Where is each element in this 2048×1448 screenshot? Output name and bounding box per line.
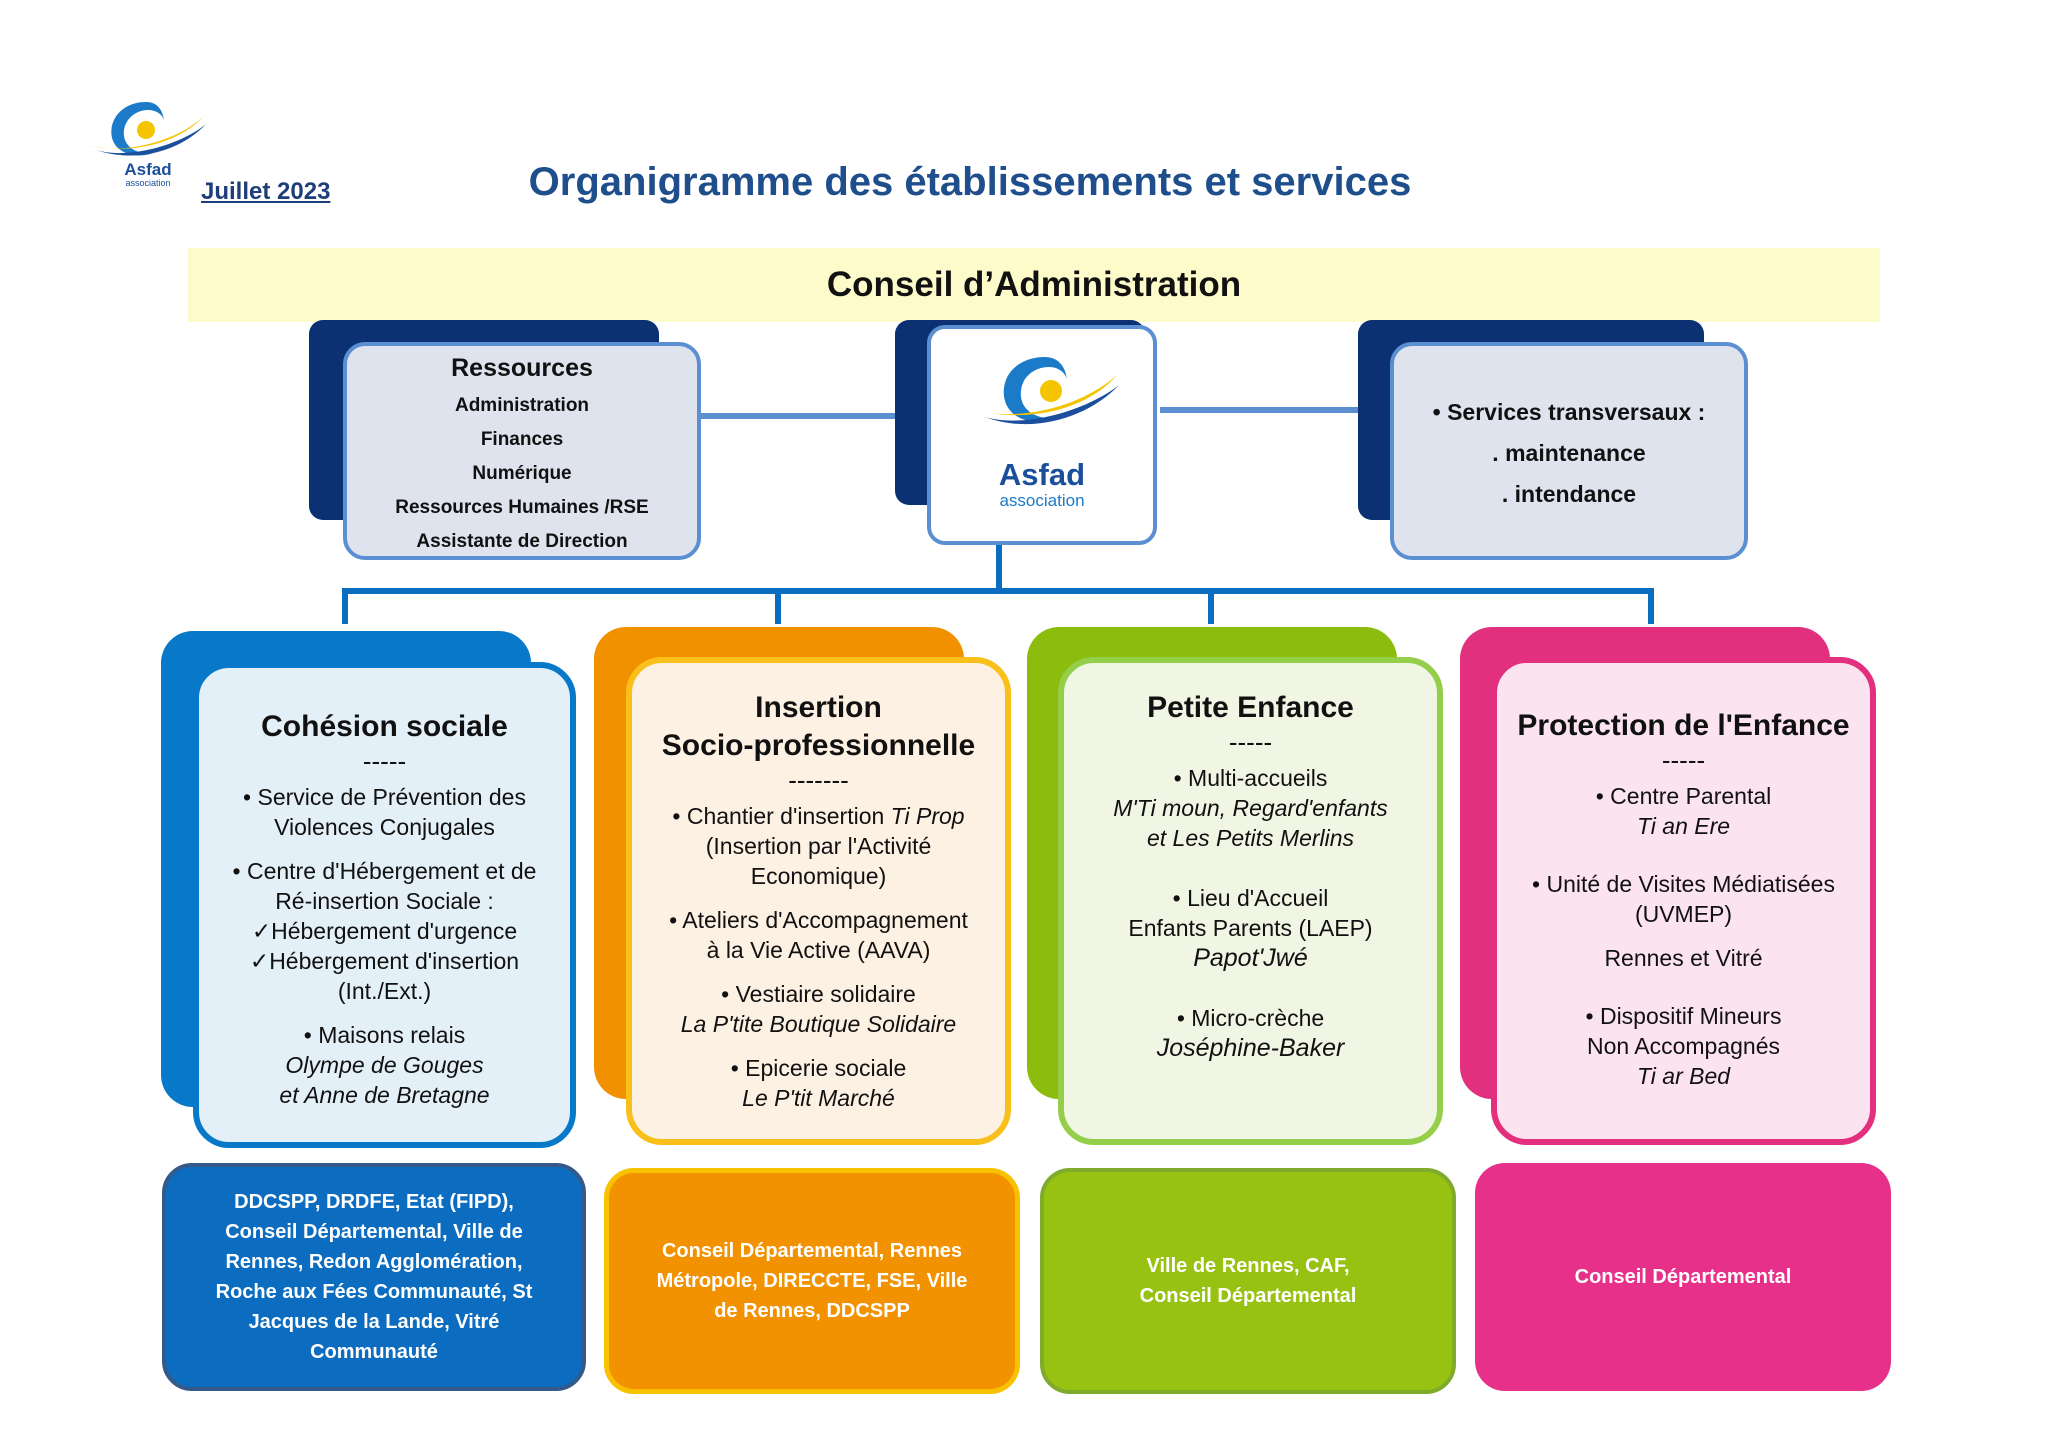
services-intendance: . intendance: [1501, 481, 1637, 507]
protection-item: • Centre Parental: [1595, 783, 1772, 809]
insertion-item: • Chantier d'insertion Ti Prop: [632, 801, 1005, 831]
protection-funders-box: Conseil Départemental: [1475, 1163, 1891, 1391]
cohesion-item: • Maisons relais: [303, 1022, 466, 1048]
tree-horizontal: [342, 588, 1654, 594]
cohesion-item: (Int./Ext.): [337, 978, 432, 1004]
cohesion-item: et Anne de Bretagne: [279, 1082, 490, 1108]
petite-funders-text: Ville de Rennes, CAF, Conseil Départemen…: [1139, 1255, 1357, 1307]
tree-stem: [996, 545, 1002, 591]
cohesion-item: ✓Hébergement d'insertion: [249, 948, 520, 974]
asfad-logo: Asfad association: [86, 94, 208, 194]
cohesion-item: Olympe de Gouges: [285, 1052, 484, 1078]
insertion-item: à la Vie Active (AAVA): [706, 937, 931, 963]
center-name: Asfad: [998, 457, 1086, 492]
services-title: • Services transversaux :: [1432, 399, 1706, 425]
cohesion-item: • Centre d'Hébergement et de: [232, 858, 537, 884]
resources-item-finances: Finances: [480, 429, 564, 450]
cohesion-content: Cohésion sociale ----- • Service de Prév…: [199, 708, 570, 1110]
tree-drop-cohesion: [342, 588, 348, 624]
logo-name: Asfad: [124, 160, 172, 179]
protection-item: • Unité de Visites Médiatisées: [1532, 871, 1835, 897]
petite-funders-box: Ville de Rennes, CAF, Conseil Départemen…: [1040, 1168, 1456, 1394]
center-asfad-card: Asfad association: [927, 325, 1157, 545]
cohesion-pillar: Cohésion sociale ----- • Service de Prév…: [193, 662, 576, 1148]
cohesion-item: Ré-insertion Sociale :: [275, 888, 494, 914]
insertion-item: • Epicerie sociale: [730, 1055, 907, 1081]
services-text: • Services transversaux : . maintenance …: [1394, 346, 1744, 556]
cohesion-funders-box: DDCSPP, DRDFE, Etat (FIPD), Conseil Dépa…: [162, 1163, 586, 1391]
insertion-item: (Insertion par l'Activité: [705, 833, 932, 859]
insertion-funders-text: Conseil Départemental, Rennes Métropole,…: [656, 1240, 968, 1322]
resources-text: Ressources Administration Finances Numér…: [347, 346, 697, 556]
insertion-pillar: Insertion Socio-professionnelle ------- …: [626, 657, 1011, 1145]
protection-pillar: Protection de l'Enfance ----- • Centre P…: [1491, 657, 1876, 1145]
petite-pillar: Petite Enfance ----- • Multi-accueils M'…: [1058, 657, 1443, 1145]
resources-item-numerique: Numérique: [472, 463, 572, 484]
insertion-item-name: Ti Prop: [890, 803, 965, 829]
board-label: Conseil d’Administration: [826, 265, 1242, 304]
insertion-item: La P'tite Boutique Solidaire: [680, 1011, 957, 1037]
insertion-content: Insertion Socio-professionnelle ------- …: [632, 689, 1005, 1113]
resources-box: Ressources Administration Finances Numér…: [343, 342, 701, 560]
insertion-item-text: • Chantier d'insertion: [672, 803, 891, 829]
petite-content: Petite Enfance ----- • Multi-accueils M'…: [1064, 689, 1437, 1063]
logo-subtitle: association: [125, 178, 171, 188]
resources-item-administration: Administration: [454, 395, 590, 416]
petite-dash: -----: [1228, 727, 1273, 757]
protection-content: Protection de l'Enfance ----- • Centre P…: [1497, 707, 1870, 1091]
services-maintenance: . maintenance: [1492, 440, 1646, 466]
connector-resources-center: [700, 413, 930, 419]
cohesion-item: • Service de Prévention des: [243, 784, 526, 810]
resources-title: Ressources: [451, 354, 593, 382]
insertion-funders-box: Conseil Départemental, Rennes Métropole,…: [604, 1168, 1020, 1394]
petite-item: Enfants Parents (LAEP): [1128, 915, 1373, 941]
tree-drop-petite: [1208, 588, 1214, 624]
protection-title: Protection de l'Enfance: [1517, 709, 1850, 742]
petite-item: • Multi-accueils: [1173, 765, 1328, 791]
tree-drop-protection: [1648, 588, 1654, 624]
resources-item-rh: Ressources Humaines /RSE: [395, 497, 649, 518]
insertion-title-line2: Socio-professionnelle: [661, 729, 976, 762]
cohesion-dash: -----: [362, 746, 407, 776]
petite-item: M'Ti moun, Regard'enfants: [1113, 795, 1388, 821]
petite-item: Joséphine-Baker: [1156, 1034, 1345, 1062]
petite-item: • Lieu d'Accueil: [1172, 885, 1329, 911]
protection-dash: -----: [1661, 745, 1706, 775]
cohesion-funders-text: DDCSPP, DRDFE, Etat (FIPD), Conseil Dépa…: [215, 1191, 533, 1363]
protection-funders-text: Conseil Départemental: [1574, 1266, 1792, 1288]
petite-item: • Micro-crèche: [1176, 1005, 1325, 1031]
insertion-dash: -------: [788, 765, 849, 795]
asfad-center-logo-icon: [977, 357, 1119, 425]
board-band: Conseil d’Administration: [188, 248, 1880, 322]
petite-item: et Les Petits Merlins: [1146, 825, 1355, 851]
page-title: Organigramme des établissements et servi…: [528, 160, 1412, 204]
center-subtitle: association: [999, 491, 1085, 510]
tree-drop-insertion: [775, 588, 781, 624]
protection-item: Ti an Ere: [1636, 813, 1731, 839]
cohesion-item: ✓Hébergement d'urgence: [251, 918, 518, 944]
protection-item: Rennes et Vitré: [1604, 945, 1763, 971]
document-date: Juillet 2023: [201, 178, 331, 205]
protection-item: (UVMEP): [1634, 901, 1733, 927]
petite-title: Petite Enfance: [1147, 691, 1354, 724]
insertion-item: • Vestiaire solidaire: [721, 981, 916, 1007]
protection-item: Ti ar Bed: [1636, 1063, 1731, 1089]
asfad-logo-icon: [90, 102, 206, 156]
protection-item: • Dispositif Mineurs: [1585, 1003, 1782, 1029]
insertion-item: • Ateliers d'Accompagnement: [669, 907, 968, 933]
connector-center-services: [1160, 407, 1380, 413]
insertion-item: Economique): [750, 863, 887, 889]
cohesion-title: Cohésion sociale: [261, 710, 508, 743]
cohesion-item: Violences Conjugales: [274, 814, 495, 840]
services-box: • Services transversaux : . maintenance …: [1390, 342, 1748, 560]
insertion-title-line1: Insertion: [755, 691, 882, 724]
resources-item-assistante: Assistante de Direction: [416, 531, 628, 552]
protection-item: Non Accompagnés: [1586, 1033, 1781, 1059]
petite-item: Papot'Jwé: [1193, 944, 1308, 972]
insertion-item: Le P'tit Marché: [742, 1085, 895, 1111]
